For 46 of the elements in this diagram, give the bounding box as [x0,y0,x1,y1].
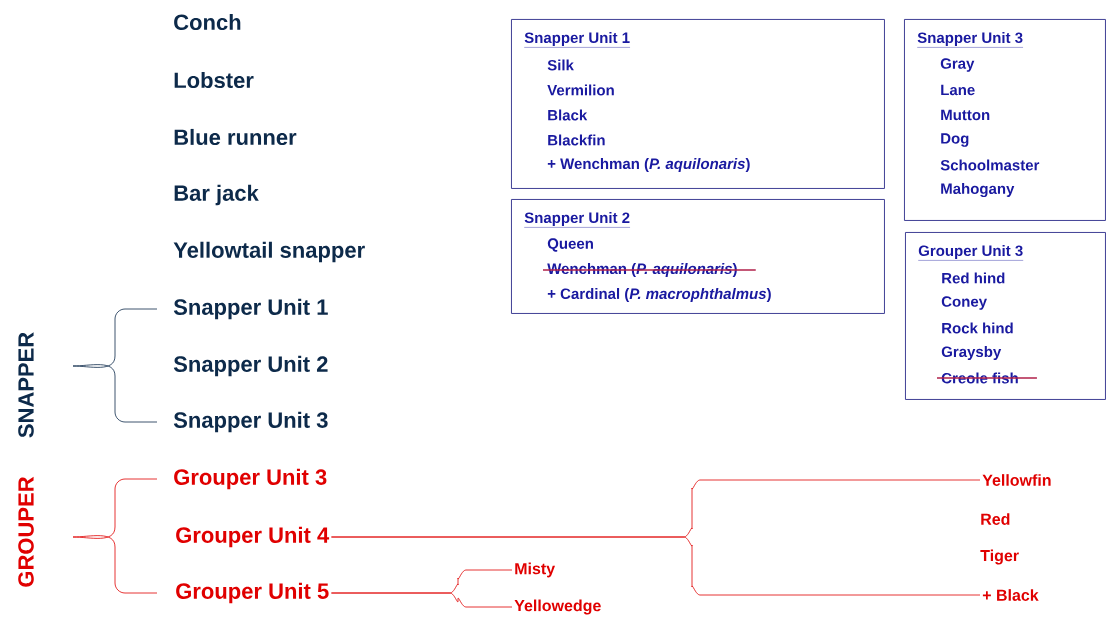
species-name: Red [981,513,1010,525]
species-name: Red hind [942,272,1005,284]
species-name: Mahogany [941,183,1015,198]
species-box [904,19,1106,221]
species-name: Yellowedge [514,599,601,615]
species-name: Mutton [941,109,990,121]
species-name: Grouper Unit 4 [176,526,330,548]
species-box [511,19,885,189]
species-name: Gray [940,58,975,72]
connector-line [331,536,981,596]
species-name: Lobster [174,71,254,89]
species-name: Snapper Unit 2 [173,355,328,377]
species-name: Misty [515,562,555,578]
species-name: Queen [547,238,593,252]
species-name: + Cardinal (P. macrophthalmus) [547,288,771,302]
box-heading: Snapper Unit 3 [917,32,1024,48]
species-name: Yellowtail snapper [173,241,365,263]
species-name: Silk [547,59,574,71]
species-name: Blackfin [548,134,605,146]
species-box [905,232,1106,400]
species-name: Lane [941,84,975,96]
species-name: Graysby [941,346,1002,360]
species-name: Rock hind [942,322,1013,334]
species-name: Snapper Unit 1 [173,298,328,320]
species-name: Schoolmaster [940,159,1040,171]
species-name: Yellowfin [982,474,1051,486]
species-name: Vermilion [547,84,614,96]
species-name: Grouper Unit 3 [174,468,327,490]
species-box [511,199,885,314]
group-label: SNAPPER [18,332,34,438]
species-name: Blue runner [174,128,297,146]
connector-line [331,592,513,608]
species-name: + Black [982,589,1039,601]
species-name: Snapper Unit 3 [173,411,328,433]
box-heading: Grouper Unit 3 [918,245,1024,261]
species-name: Black [548,109,588,121]
species-name: Coney [941,296,987,310]
species-name: Grouper Unit 5 [176,582,329,604]
species-name: Tiger [980,549,1019,565]
species-name: + Wenchman (P. aquilonaris) [547,158,750,172]
species-name: Dog [941,133,969,147]
group-label: GROUPER [18,476,34,587]
species-name: Conch [174,13,241,31]
box-heading: Snapper Unit 2 [524,212,631,228]
species-name: Bar jack [174,184,259,206]
box-heading: Snapper Unit 1 [524,32,631,48]
